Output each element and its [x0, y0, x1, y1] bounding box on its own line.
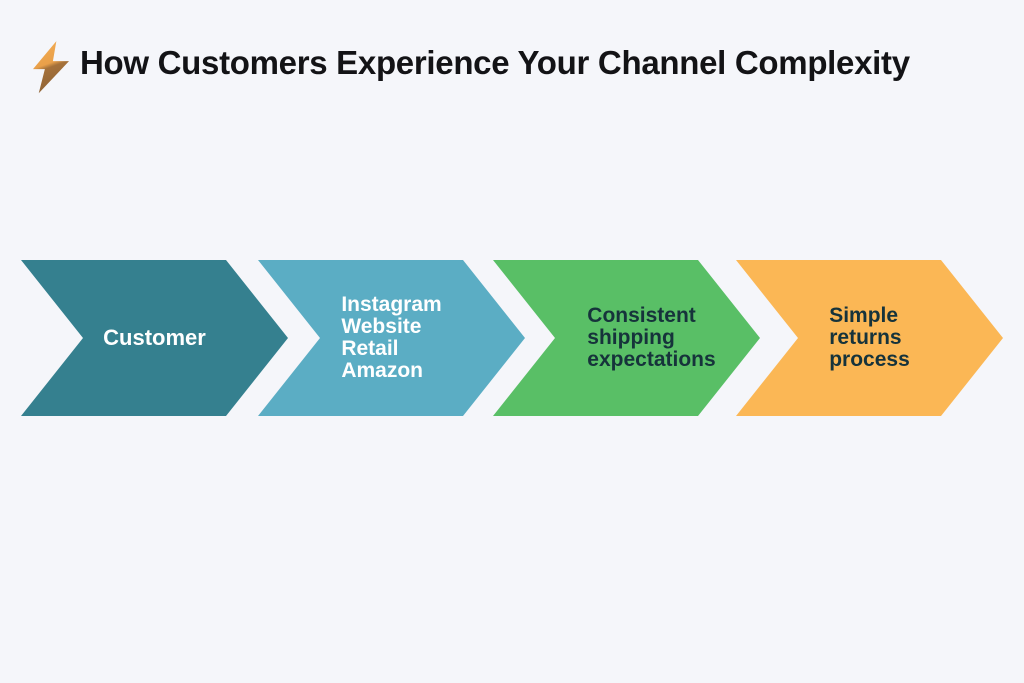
chevron-step-customer: Customer [21, 260, 288, 416]
step-label-line: process [829, 348, 910, 371]
step-label-line: Amazon [341, 359, 423, 382]
step-label-line: Website [341, 315, 422, 338]
chevron-step-channels: Instagram Website Retail Amazon [258, 260, 525, 416]
step-label-line: Customer [103, 325, 206, 350]
step-label: Simple returns process [829, 305, 910, 371]
page-title: How Customers Experience Your Channel Co… [80, 44, 910, 81]
chevron-step-shipping: Consistent shipping expectations [493, 260, 760, 416]
step-label: Consistent shipping expectations [587, 305, 715, 371]
step-label-line: expectations [587, 348, 716, 371]
step-label-line: Consistent [587, 304, 696, 327]
step-label-line: returns [829, 326, 902, 349]
chevron-step-returns: Simple returns process [736, 260, 1003, 416]
step-label-line: Simple [829, 304, 899, 327]
step-label: Instagram Website Retail Amazon [341, 294, 441, 382]
step-label-line: shipping [587, 326, 675, 349]
step-label-line: Retail [341, 337, 399, 360]
step-label-line: Instagram [341, 293, 442, 316]
step-label: Customer [103, 327, 206, 349]
lightning-bolt-icon [32, 41, 70, 94]
